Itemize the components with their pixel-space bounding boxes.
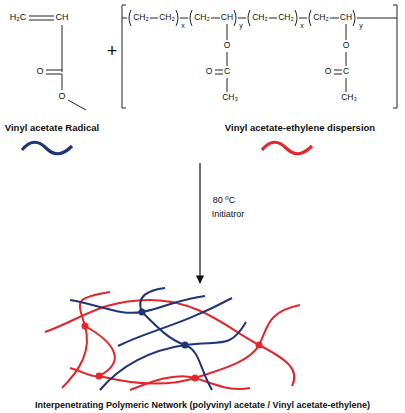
network-illustration <box>45 288 300 390</box>
compound-name: Vinyl acetate Radical <box>5 123 99 133</box>
atom-label: CH₂ <box>194 13 210 22</box>
atom-label: CH₃ <box>341 93 357 102</box>
vinyl-acetate-bonds <box>29 16 86 110</box>
red-wave <box>262 142 312 154</box>
atom-label: CH₂ <box>133 13 149 22</box>
atom-label: CH <box>340 13 352 22</box>
atom-label: CH₂ <box>252 13 268 22</box>
reaction-arrow <box>199 163 200 283</box>
condition-label: 80 ºC <box>213 196 235 206</box>
copolymer-bonds <box>122 5 397 108</box>
atom-label: C <box>224 67 230 76</box>
subscript-label: x <box>300 22 304 30</box>
atom-label: O <box>206 67 213 76</box>
atom-label: CH₂ <box>278 13 294 22</box>
atom-label: O <box>58 92 65 102</box>
atom-label: CH₃ <box>222 93 238 102</box>
atom-label: O <box>224 41 231 50</box>
figure-caption: Interpenetrating Polymeric Network (poly… <box>2 400 403 410</box>
atom-label: C <box>343 67 349 76</box>
subscript-label: y <box>359 22 363 30</box>
atom-label: O <box>325 67 332 76</box>
atom-label: O <box>36 67 43 77</box>
atom-label: H₂C <box>10 13 27 23</box>
atom-label: O <box>343 41 350 50</box>
plus-sign: + <box>107 42 118 62</box>
atom-label: CH <box>221 13 233 22</box>
atom-label: CH₂ <box>313 13 329 22</box>
subscript-label: y <box>239 22 243 30</box>
subscript-label: x <box>181 22 185 30</box>
atom-label: CH₂ <box>159 13 175 22</box>
atom-label: CH <box>56 13 69 23</box>
compound-name: Vinyl acetate-ethylene dispersion <box>225 123 375 133</box>
condition-label: Initiatror <box>212 210 245 220</box>
blue-wave <box>22 142 72 154</box>
